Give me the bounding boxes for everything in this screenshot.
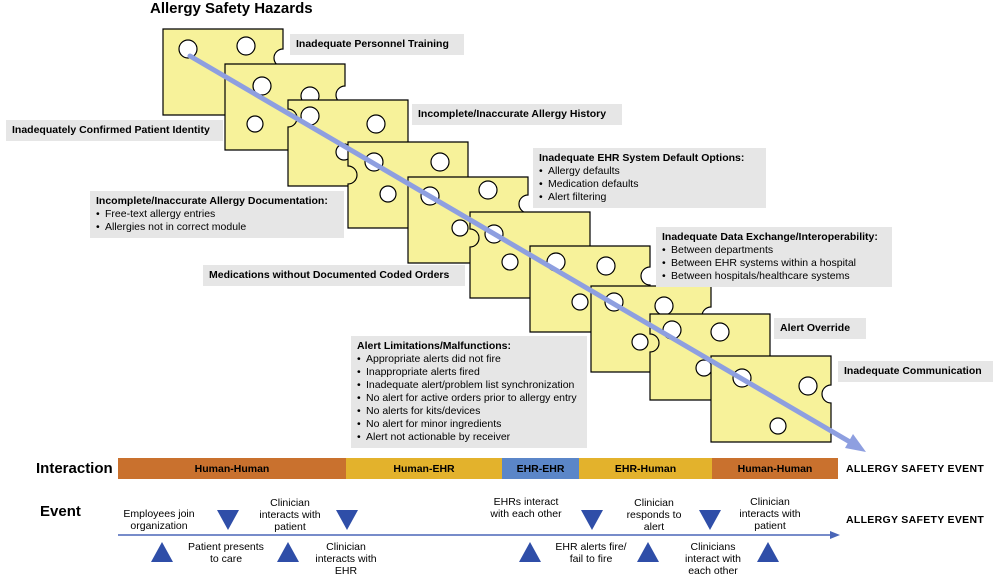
cheese-hole [710,322,730,342]
hazard-allergy-history-text: Incomplete/Inaccurate Allergy History [418,108,607,120]
hazard-allergy-documentation: Incomplete/Inaccurate Allergy Documentat… [90,191,344,238]
list-item: No alert for minor ingredients [357,418,581,431]
up-triangle-icon [757,542,779,562]
interaction-end-label: ALLERGY SAFETY EVENT [846,463,985,475]
interaction-segment-human-ehr: Human-EHR [346,458,502,479]
interaction-segment-human-human-2: Human-Human [712,458,838,479]
down-triangle-icon [581,510,603,530]
cheese-hole [366,114,386,134]
cheese-hole [178,39,198,59]
event-end-label: ALLERGY SAFETY EVENT [846,514,985,526]
event-ehr-alerts: EHR alerts fire/ fail to fire [555,541,627,565]
event-employees-join: Employees join organization [123,508,195,532]
hazard-coded-orders-text: Medications without Documented Coded Ord… [209,269,450,281]
list-item: Inadequate alert/problem list synchroniz… [357,379,581,392]
down-triangle-icon [217,510,239,530]
hazard-allergy-history: Incomplete/Inaccurate Allergy History [412,104,622,125]
interaction-segment-ehr-human: EHR-Human [579,458,712,479]
diagram-title: Allergy Safety Hazards [150,0,313,17]
cheese-hole [246,115,264,133]
cheese-hole [236,36,256,56]
list-item: Alert filtering [539,191,760,204]
hazard-patient-identity: Inadequately Confirmed Patient Identity [6,120,223,141]
hazard-alert-limitations-heading: Alert Limitations/Malfunctions: [357,340,512,352]
hazard-alert-limitations-list: Appropriate alerts did not fire Inapprop… [357,353,581,444]
interaction-segment-ehr-ehr: EHR-EHR [502,458,579,479]
up-triangle-icon [277,542,299,562]
hazard-coded-orders: Medications without Documented Coded Ord… [203,265,465,286]
segment-label: EHR-Human [614,462,677,475]
hazard-data-exchange-list: Between departments Between EHR systems … [662,244,886,283]
event-row-label: Event [40,503,81,520]
cheese-hole [769,417,787,435]
interaction-segment-human-human: Human-Human [118,458,346,479]
hazard-allergy-documentation-heading: Incomplete/Inaccurate Allergy Documentat… [96,195,328,207]
hazard-ehr-defaults-heading: Inadequate EHR System Default Options: [539,152,745,164]
up-triangle-icon [637,542,659,562]
list-item: Alert not actionable by receiver [357,431,581,444]
down-triangle-icon [699,510,721,530]
segment-label: Human-Human [194,462,270,475]
event-clinician-interacts-patient: Clinician interacts with patient [259,497,321,533]
cheese-hole [252,76,272,96]
down-triangle-icon [336,510,358,530]
hazard-personnel-training: Inadequate Personnel Training [290,34,464,55]
cheese-hole [596,256,616,276]
hazard-allergy-documentation-list: Free-text allergy entries Allergies not … [96,208,338,234]
event-clinician-responds: Clinician responds to alert [626,497,682,533]
hazard-alert-override-text: Alert Override [780,322,851,334]
event-clinician-interacts-patient-2: Clinician interacts with patient [739,496,801,532]
event-clinician-interacts-ehr: Clinician interacts with EHR [315,541,377,577]
hazard-alert-limitations: Alert Limitations/Malfunctions: Appropri… [351,336,587,448]
list-item: Between hospitals/healthcare systems [662,270,886,283]
hazard-ehr-defaults-list: Allergy defaults Medication defaults Ale… [539,165,760,204]
timeline-arrow-icon [830,531,840,539]
event-patient-presents: Patient presents to care [188,541,264,565]
list-item: Inappropriate alerts fired [357,366,581,379]
cheese-hole [379,185,397,203]
list-item: Allergies not in correct module [96,221,338,234]
segment-label: Human-Human [737,462,813,475]
hazard-ehr-defaults: Inadequate EHR System Default Options: A… [533,148,766,208]
event-ehrs-interact: EHRs interact with each other [490,496,562,520]
segment-label: Human-EHR [393,462,455,475]
hazard-trajectory-arrow [187,53,853,445]
cheese-hole [501,253,519,271]
hazard-alert-override: Alert Override [774,318,866,339]
hazard-data-exchange: Inadequate Data Exchange/Interoperabilit… [656,227,892,287]
arrow-head-icon [845,434,866,452]
hazard-data-exchange-heading: Inadequate Data Exchange/Interoperabilit… [662,231,878,243]
up-triangle-icon [519,542,541,562]
cheese-hole [654,296,674,316]
segment-label: EHR-EHR [516,462,565,475]
up-triangle-icon [151,542,173,562]
list-item: Medication defaults [539,178,760,191]
cheese-hole [478,180,498,200]
hazard-patient-identity-text: Inadequately Confirmed Patient Identity [12,124,210,136]
cheese-hole [798,376,818,396]
cheese-hole [430,152,450,172]
list-item: Between EHR systems within a hospital [662,257,886,270]
list-item: No alert for active orders prior to alle… [357,392,581,405]
cheese-hole [631,333,649,351]
hazard-personnel-training-text: Inadequate Personnel Training [296,38,449,50]
interaction-row-label: Interaction [36,460,113,477]
list-item: Allergy defaults [539,165,760,178]
cheese-hole [571,293,589,311]
hazard-communication-text: Inadequate Communication [844,365,982,377]
list-item: Free-text allergy entries [96,208,338,221]
list-item: Appropriate alerts did not fire [357,353,581,366]
list-item: Between departments [662,244,886,257]
event-clinicians-interact: Clinicians interact with each other [684,541,742,577]
list-item: No alerts for kits/devices [357,405,581,418]
cheese-hole [451,219,469,237]
hazard-communication: Inadequate Communication [838,361,993,382]
